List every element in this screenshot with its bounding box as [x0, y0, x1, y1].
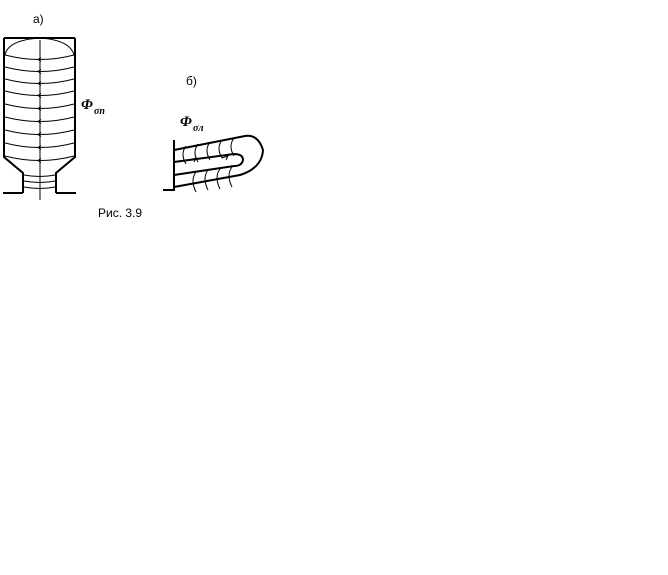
- flux-b-subscript: σл: [193, 123, 204, 134]
- flux-arc-bottom: [204, 169, 209, 191]
- flux-arc-top: [182, 145, 187, 165]
- coil-outer: [173, 134, 265, 188]
- neck-lines-a: [23, 174, 56, 189]
- label-b: б): [186, 74, 197, 88]
- figure-caption: Рис. 3.9: [98, 206, 142, 220]
- flux-lines-a: [4, 40, 75, 200]
- flux-arc-top: [206, 141, 211, 161]
- flux-arc-top: [230, 137, 235, 157]
- neck-flux-line: [23, 186, 56, 189]
- flux-b-symbol: Φ: [180, 114, 192, 130]
- label-a: а): [33, 12, 44, 26]
- flux-arrow-b: [221, 155, 229, 161]
- flux-a-symbol: Φ: [81, 97, 93, 113]
- flux-arc-top: [194, 143, 199, 163]
- flux-arc-bottom: [192, 171, 197, 193]
- neck-flux-line: [23, 180, 56, 183]
- coil-inner: [173, 152, 245, 176]
- end-winding-diagram-b: б) Φ σл: [163, 74, 265, 193]
- slot-top-arc: [4, 37, 75, 56]
- flux-label-b: Φ σл: [180, 114, 204, 134]
- flux-label-a: Φ σп: [81, 97, 105, 117]
- flux-arc-bottom: [228, 166, 233, 188]
- flux-arcs-b: [182, 137, 235, 193]
- flux-arc-bottom: [216, 168, 221, 190]
- flux-arrow-b: [189, 157, 197, 163]
- slot-diagram-a: а) Φ σп: [3, 12, 105, 200]
- flux-a-subscript: σп: [94, 106, 105, 117]
- flux-arc-top: [218, 139, 223, 159]
- neck-flux-line: [23, 174, 56, 177]
